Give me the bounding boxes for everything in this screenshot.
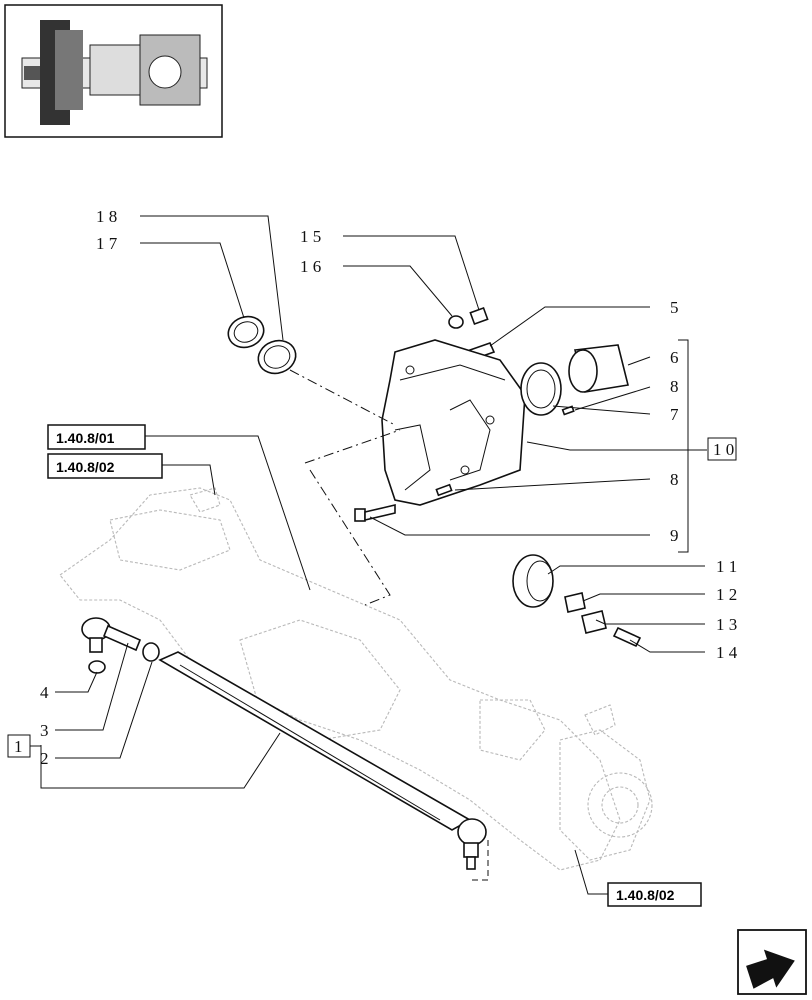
callout-15: 1 5 [300,227,321,246]
tie-rod[interactable] [158,651,472,831]
callout-3: 3 [40,721,49,740]
callout-8-lower: 8 [670,470,679,489]
ring-part-7[interactable] [520,362,562,416]
callout-2: 2 [40,749,49,768]
screw-part-15[interactable] [469,306,489,326]
callout-10: 1 0 [713,440,734,459]
callout-labels: 1 8 1 7 1 5 1 6 5 6 8 7 8 9 1 1 1 2 1 3 … [40,207,738,768]
callout-6: 6 [670,348,679,367]
reference-link-1-40-8-02-bottom[interactable]: 1.40.8/02 [607,882,702,907]
leader-lines [40,215,707,895]
assembly-axis-lines [289,369,489,881]
bolt-part-9[interactable] [354,503,396,522]
callout-4: 4 [40,683,49,702]
callout-14: 1 4 [716,643,738,662]
reference-label: 1.40.8/02 [616,887,675,903]
nut-part-2[interactable] [142,642,160,662]
reference-label: 1.40.8/02 [56,459,115,475]
washer-part-16[interactable] [448,315,464,329]
gear-ring-part-11[interactable] [512,554,554,608]
pin-part-8-upper[interactable] [561,405,575,416]
callout-7: 7 [670,405,679,424]
callout-18: 1 8 [96,207,117,226]
clip-part-12[interactable] [564,592,586,613]
reference-label: 1.40.8/01 [56,430,115,446]
screw-part-14[interactable] [612,626,642,648]
callout-5: 5 [670,298,679,317]
callout-8-upper: 8 [670,377,679,396]
nut-part-4[interactable] [88,660,106,674]
plate-part-13[interactable] [581,610,607,634]
callout-11: 1 1 [716,557,737,576]
thumbnail-axle-overview[interactable] [4,4,223,138]
seal-ring-part-18[interactable] [254,335,301,378]
bushing-part-6[interactable] [568,344,629,393]
tie-rod-end-left[interactable] [81,617,142,653]
axle-housing-ghost [59,487,653,871]
callout-box-10: 1 0 [707,437,737,461]
reference-link-1-40-8-01[interactable]: 1.40.8/01 [47,424,146,450]
snap-ring-part-17[interactable] [224,312,268,353]
callout-17: 1 7 [96,234,118,253]
callout-1: 1 [14,737,23,756]
callout-box-1: 1 [7,734,41,758]
previous-page-arrow-icon[interactable] [737,929,807,995]
tie-rod-end-right[interactable] [457,818,487,870]
pin-part-8-lower[interactable] [435,483,453,497]
callout-12: 1 2 [716,585,737,604]
callout-9: 9 [670,526,679,545]
pivot-housing-part-10[interactable] [381,339,526,506]
callout-16: 1 6 [300,257,321,276]
reference-link-1-40-8-02-top[interactable]: 1.40.8/02 [47,453,163,479]
callout-13: 1 3 [716,615,737,634]
